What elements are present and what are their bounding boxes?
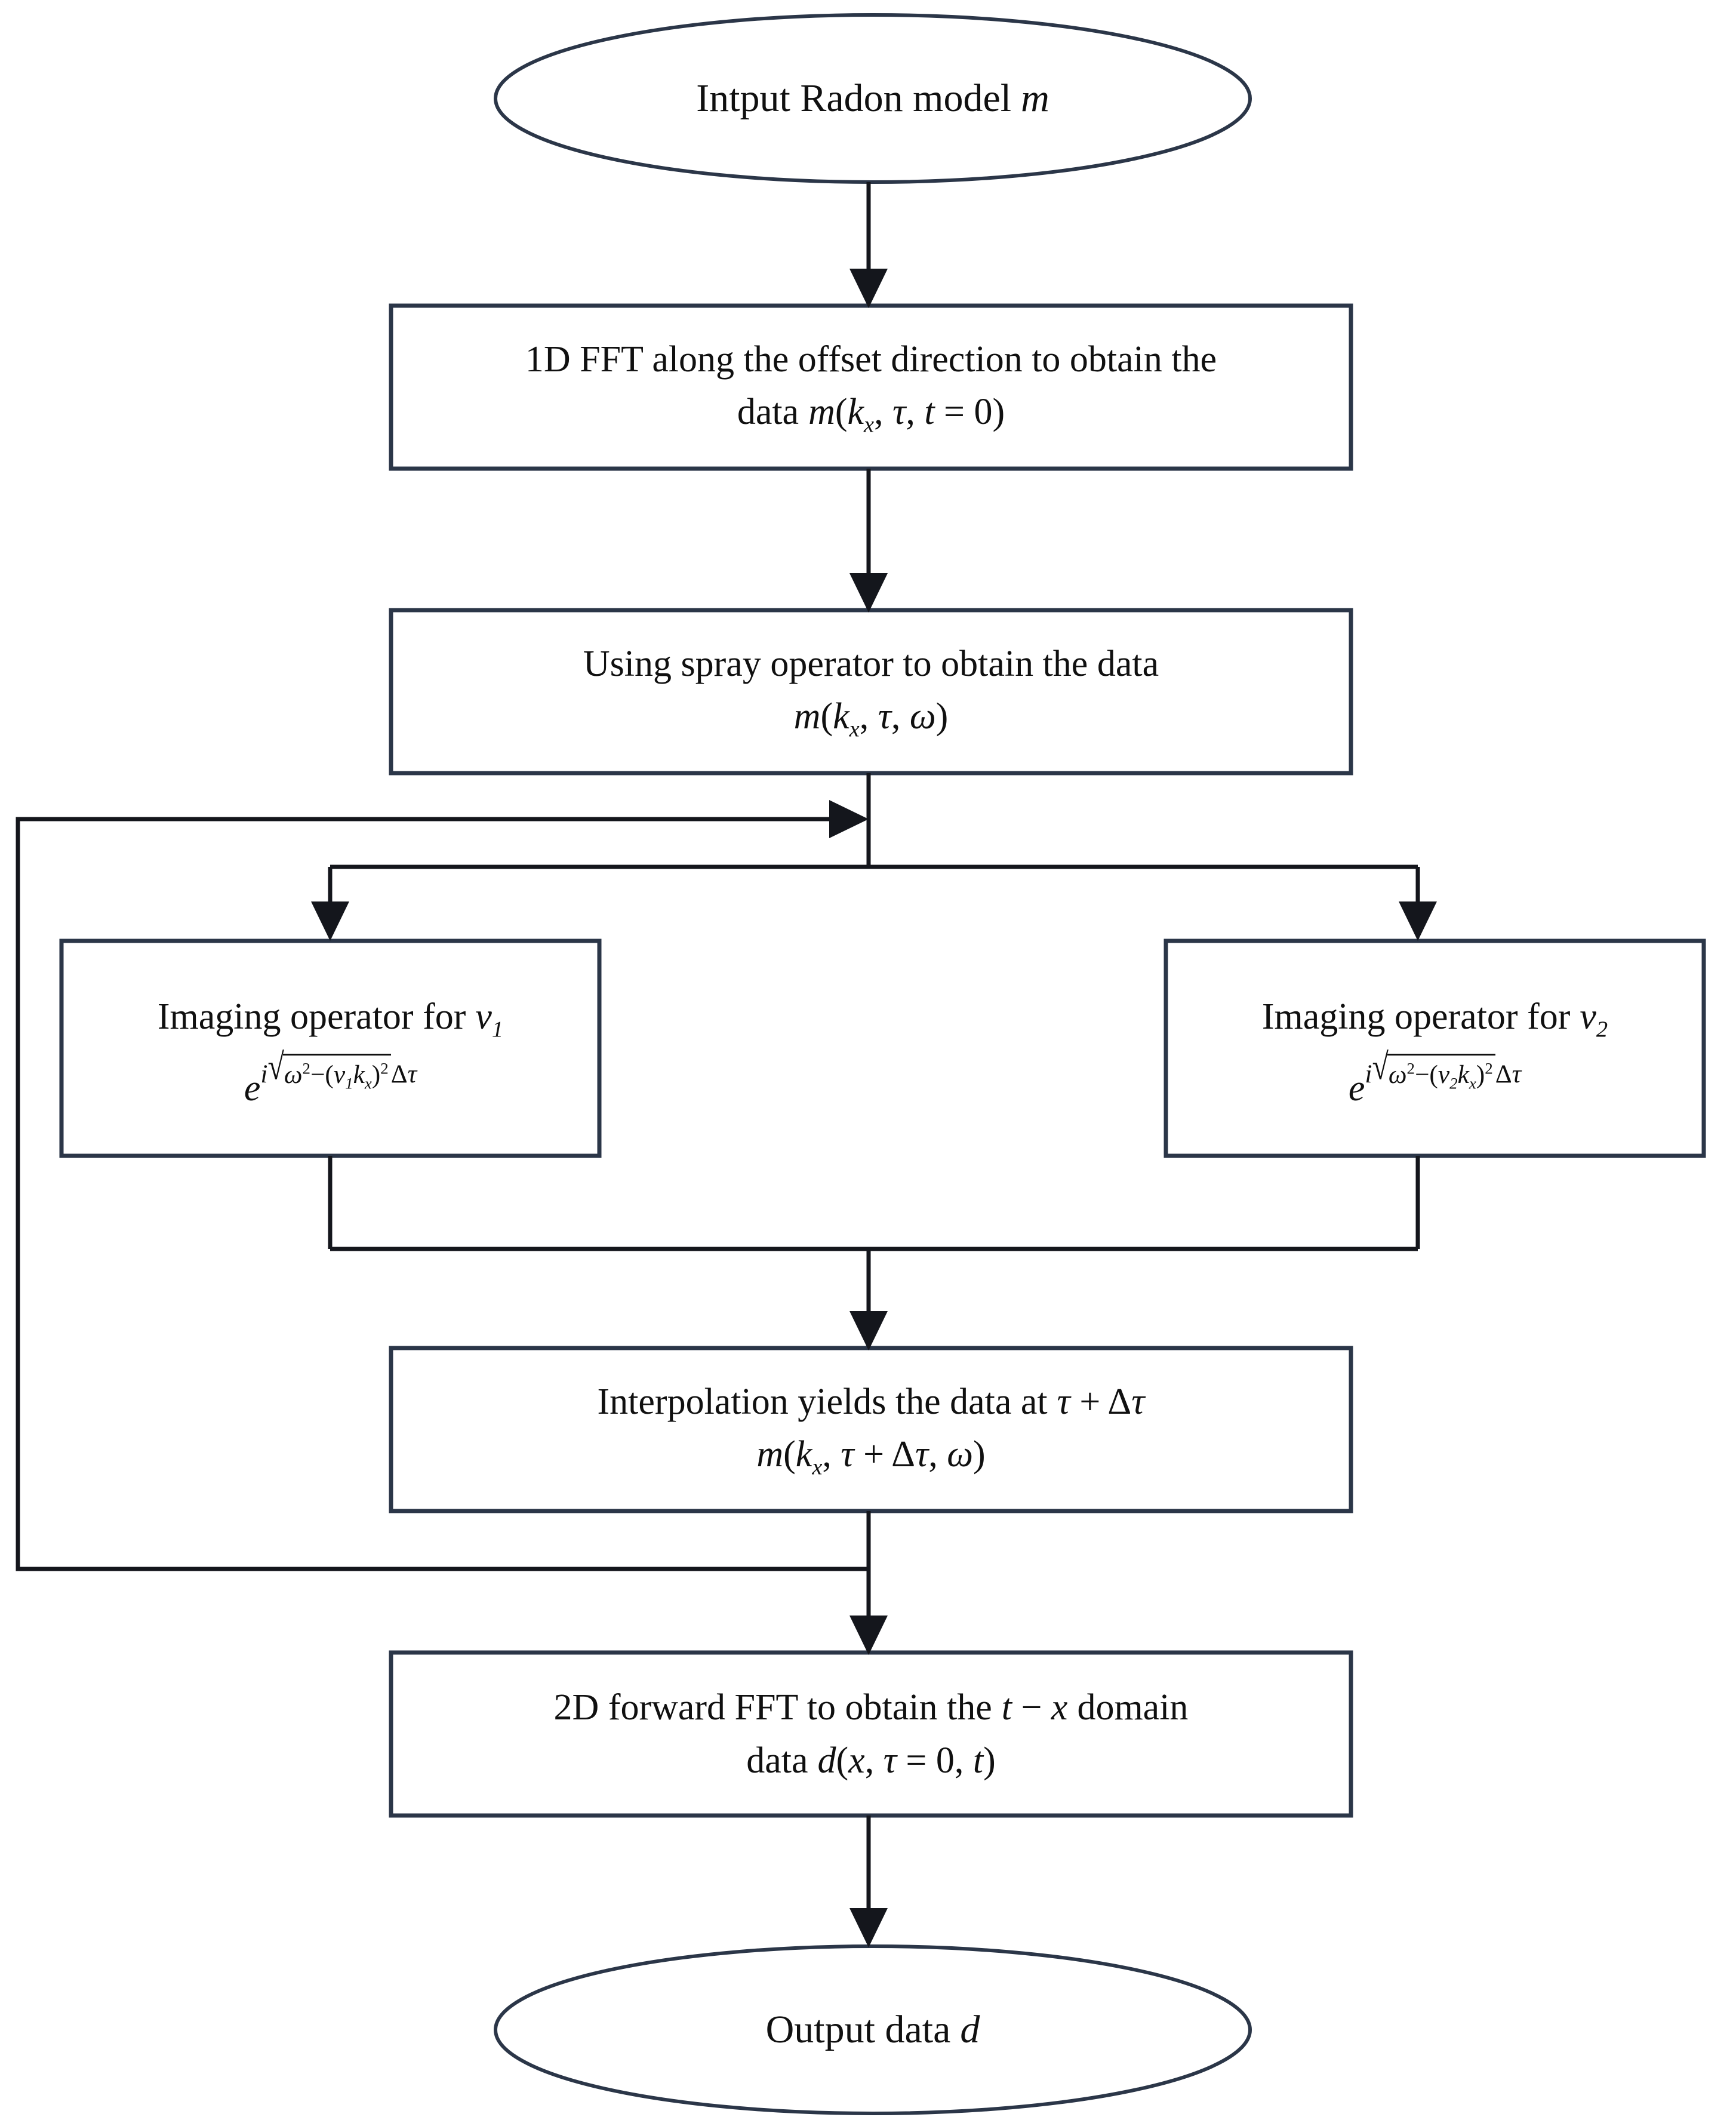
- node-interpolation-shape[interactable]: [389, 1346, 1353, 1513]
- node-imaging-v2-shape[interactable]: [1164, 939, 1706, 1158]
- edge-feedback-loop: [16, 800, 869, 1571]
- edge-fft2d-to-output: [849, 1816, 888, 1947]
- node-imaging-v1-shape[interactable]: [59, 939, 602, 1158]
- node-output-shape[interactable]: [494, 1944, 1252, 2115]
- node-fft1d-shape[interactable]: [389, 303, 1353, 471]
- node-input-shape[interactable]: [494, 13, 1252, 184]
- edge-input-to-fft1d: [849, 182, 888, 308]
- edge-merge-to-interpolation: [849, 1249, 888, 1350]
- edge-split-to-imaging-v2: [1399, 867, 1437, 941]
- edge-fft1d-to-spray: [849, 469, 888, 613]
- edge-interpolation-to-fft2d: [849, 1511, 888, 1655]
- node-spray-shape[interactable]: [389, 608, 1353, 776]
- node-fft2d-shape[interactable]: [389, 1650, 1353, 1818]
- edge-split-to-imaging-v1: [311, 867, 349, 941]
